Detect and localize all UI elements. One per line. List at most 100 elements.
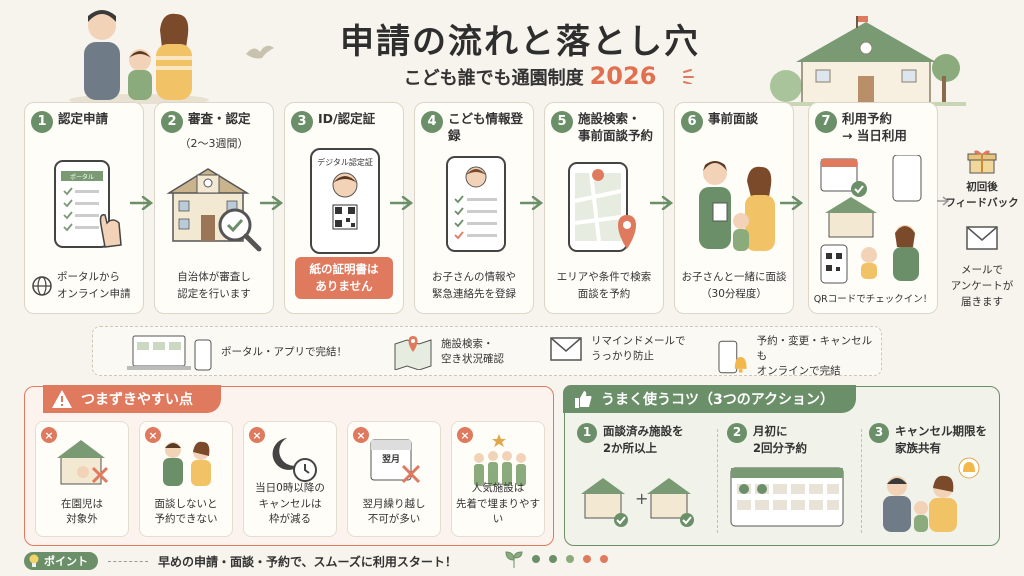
point-label: ポイント <box>44 555 88 568</box>
pitfall-2-text: 面談しないと 予約できない <box>154 497 218 526</box>
globe-icon <box>32 276 52 296</box>
feature-online: ポータル・アプリで完結！ <box>127 334 347 372</box>
svg-text:+: + <box>635 489 648 508</box>
tip-2-text: 月初に 2回分予約 <box>753 424 808 455</box>
subtitle-text: こども誰でも通園制度 <box>403 68 584 89</box>
step-7-card: 7 利用予約 → 当日利用 QRコードでチェックイン！ <box>808 102 938 314</box>
feature-search-label: 施設検索・ 空き状況確認 <box>441 337 504 365</box>
step-6-number: 6 <box>681 111 703 133</box>
point-badge: ポイント <box>24 552 98 570</box>
x-badge-icon: × <box>249 427 265 443</box>
step-7-description: QRコードでチェックイン！ <box>813 293 933 305</box>
warning-icon <box>52 390 72 408</box>
interview-icon <box>163 441 211 486</box>
tip-1: 1 面談済み施設を 2か所以上 + <box>577 423 717 539</box>
tips-header: うまく使うコツ（3つのアクション） <box>563 385 857 413</box>
reservation-checkin-icon <box>820 155 922 284</box>
feedback-section: 初回後 フィードバック メールで アンケートが 届きます <box>944 148 1020 318</box>
gift-icon <box>967 150 997 174</box>
step-2-header: 2 審査・認定 <box>161 111 267 133</box>
point-text: 早めの申請・面談・予約で、スムーズに利用スタート！ <box>158 554 457 569</box>
crowd-icon <box>474 434 526 486</box>
laptop-phone-icon <box>127 335 212 371</box>
step-2-number: 2 <box>161 111 183 133</box>
calendar-cross-icon: 翌月 <box>370 439 421 484</box>
mail-icon <box>550 337 582 361</box>
child-profile-phone-icon <box>446 156 506 252</box>
step-1-title: 認定申請 <box>58 111 109 126</box>
tip-1-text: 面談済み施設を 2か所以上 <box>603 424 684 455</box>
digital-id-phone-icon: デジタル認定証 <box>310 148 380 254</box>
step-6-header: 6 事前面談 <box>681 111 787 133</box>
point-footer: ポイント 早めの申請・面談・予約で、スムーズに利用スタート！ <box>24 552 624 570</box>
feature-search: 施設検索・ 空き状況確認 <box>393 334 504 370</box>
step-5-header: 5 施設検索・ 事前面談予約 <box>551 111 657 145</box>
pitfall-card-4: × 翌月 翌月繰り越し 不可が多い <box>347 421 441 537</box>
step-5-number: 5 <box>551 111 573 133</box>
feature-online-label: ポータル・アプリで完結！ <box>221 346 347 359</box>
step-3-card: 3 ID/認定証 デジタル認定証 紙の証明書は ありません <box>284 102 404 314</box>
pitfall-4-text: 翌月繰り越し 不可が多い <box>362 497 426 526</box>
calendar-checks-icon <box>730 467 844 527</box>
digital-id-label: デジタル認定証 <box>317 157 373 167</box>
pitfalls-header: つまずきやすい点 <box>43 385 221 413</box>
feature-reminder-label: リマインドメールで うっかり防止 <box>591 335 686 363</box>
no-paper-certificate-warning: 紙の証明書は ありません <box>295 256 393 299</box>
step-7-number: 7 <box>815 111 837 133</box>
tip-2-number: 2 <box>727 423 747 443</box>
tips-title: うまく使うコツ（3つのアクション） <box>601 392 835 408</box>
step-3-header: 3 ID/認定証 <box>291 111 397 133</box>
tip-3-number: 3 <box>869 423 889 443</box>
tip-1-number: 1 <box>577 423 597 443</box>
moon-clock-icon <box>272 438 317 482</box>
school-building-illustration <box>766 16 966 106</box>
x-badge-icon: × <box>353 427 369 443</box>
step-4-title: こども情報登録 <box>448 111 524 143</box>
arrow-right-icon <box>390 196 414 210</box>
map-pin-phone-icon <box>568 162 636 252</box>
x-badge-icon: × <box>457 427 473 443</box>
step-3-title: ID/認定証 <box>318 111 376 126</box>
pitfall-card-2: × 面談しないと 予約できない <box>139 421 233 537</box>
portal-screen-label: ポータル <box>70 173 94 181</box>
step-1-description: ポータルから オンライン申請 <box>57 271 131 301</box>
step-2-card: 2 審査・認定 （2〜3週間） 自治体が審査し 認定を行います <box>154 102 274 314</box>
arrow-right-icon <box>780 196 804 210</box>
step-5-description: エリアや条件で検索 面談を予約 <box>556 271 652 301</box>
step-2-description: 自治体が審査し 認定を行います <box>177 271 251 301</box>
thumbs-up-icon <box>575 391 592 408</box>
step-2-duration: （2〜3週間） <box>179 137 249 150</box>
calendar-label: 翌月 <box>382 454 400 465</box>
step-2-title: 審査・認定 <box>188 111 251 126</box>
phone-bell-icon <box>718 340 747 374</box>
house-cross-icon <box>57 440 109 485</box>
interview-people-icon <box>699 161 775 251</box>
feedback-description: メールで アンケートが 届きます <box>950 264 1014 308</box>
feedback-title: 初回後 フィードバック <box>945 180 1019 209</box>
x-badge-icon: × <box>41 427 57 443</box>
step-4-header: 4 こども情報登録 <box>421 111 527 145</box>
pitfall-3-text: 当日0時以降の キャンセルは 枠が減る <box>255 481 325 526</box>
feature-manage: 予約・変更・キャンセルも オンラインで完結 <box>717 334 881 380</box>
arrow-right-icon <box>130 196 154 210</box>
step-4-card: 4 こども情報登録 お子さんの情報や 緊急連絡先を登録 <box>414 102 534 314</box>
feature-bar: ポータル・アプリで完結！ 施設検索・ 空き状況確認 リマインドメールで うっかり… <box>92 326 882 377</box>
lightbulb-icon <box>29 554 39 567</box>
city-hall-icon <box>166 168 262 252</box>
step-5-card: 5 施設検索・ 事前面談予約 エリアや条件で検索 面談を予約 <box>544 102 664 314</box>
step-1-number: 1 <box>31 111 53 133</box>
x-badge-icon: × <box>145 427 161 443</box>
map-icon <box>394 336 432 370</box>
page-title: 申請の流れと落とし穴 <box>340 22 700 62</box>
step-6-card: 6 事前面談 お子さんと一緒に面談 （30分程度） <box>674 102 794 314</box>
pitfall-card-5: × 人気施設は 先着で埋まりやすい <box>451 421 545 537</box>
step-1-header: 1 認定申請 <box>31 111 137 133</box>
tip-3-text: キャンセル期限を 家族共有 <box>895 424 987 455</box>
feature-manage-label: 予約・変更・キャンセルも オンラインで完結 <box>756 335 873 378</box>
pitfall-1-text: 在園児は 対象外 <box>61 497 103 526</box>
arrow-right-icon <box>650 196 674 210</box>
envelope-icon <box>966 226 998 250</box>
two-facilities-icon: + <box>581 478 694 528</box>
spark-icon <box>683 69 694 84</box>
